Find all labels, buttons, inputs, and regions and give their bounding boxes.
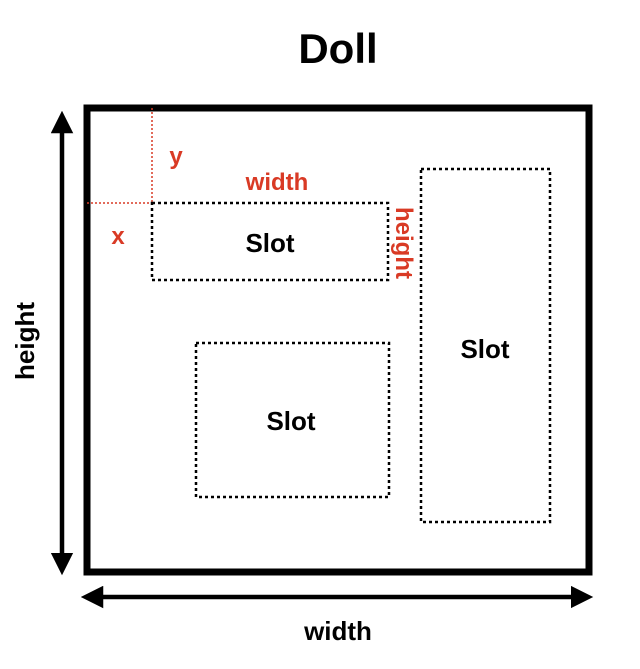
slot-3 bbox=[419, 167, 552, 524]
slot-height-label: height bbox=[390, 207, 417, 279]
slot-2 bbox=[194, 341, 391, 499]
doll-width-label: width bbox=[303, 616, 372, 646]
slot-3-label: Slot bbox=[460, 334, 509, 364]
x-offset-label: x bbox=[111, 223, 125, 250]
doll-height-label: height bbox=[10, 302, 40, 380]
doll-frame bbox=[83, 104, 593, 576]
slot-width-label: width bbox=[245, 169, 309, 196]
slot-2-label: Slot bbox=[266, 406, 315, 436]
diagram-title: Doll bbox=[298, 25, 377, 72]
slot-1-label: Slot bbox=[245, 228, 294, 258]
y-offset-label: y bbox=[169, 143, 183, 170]
